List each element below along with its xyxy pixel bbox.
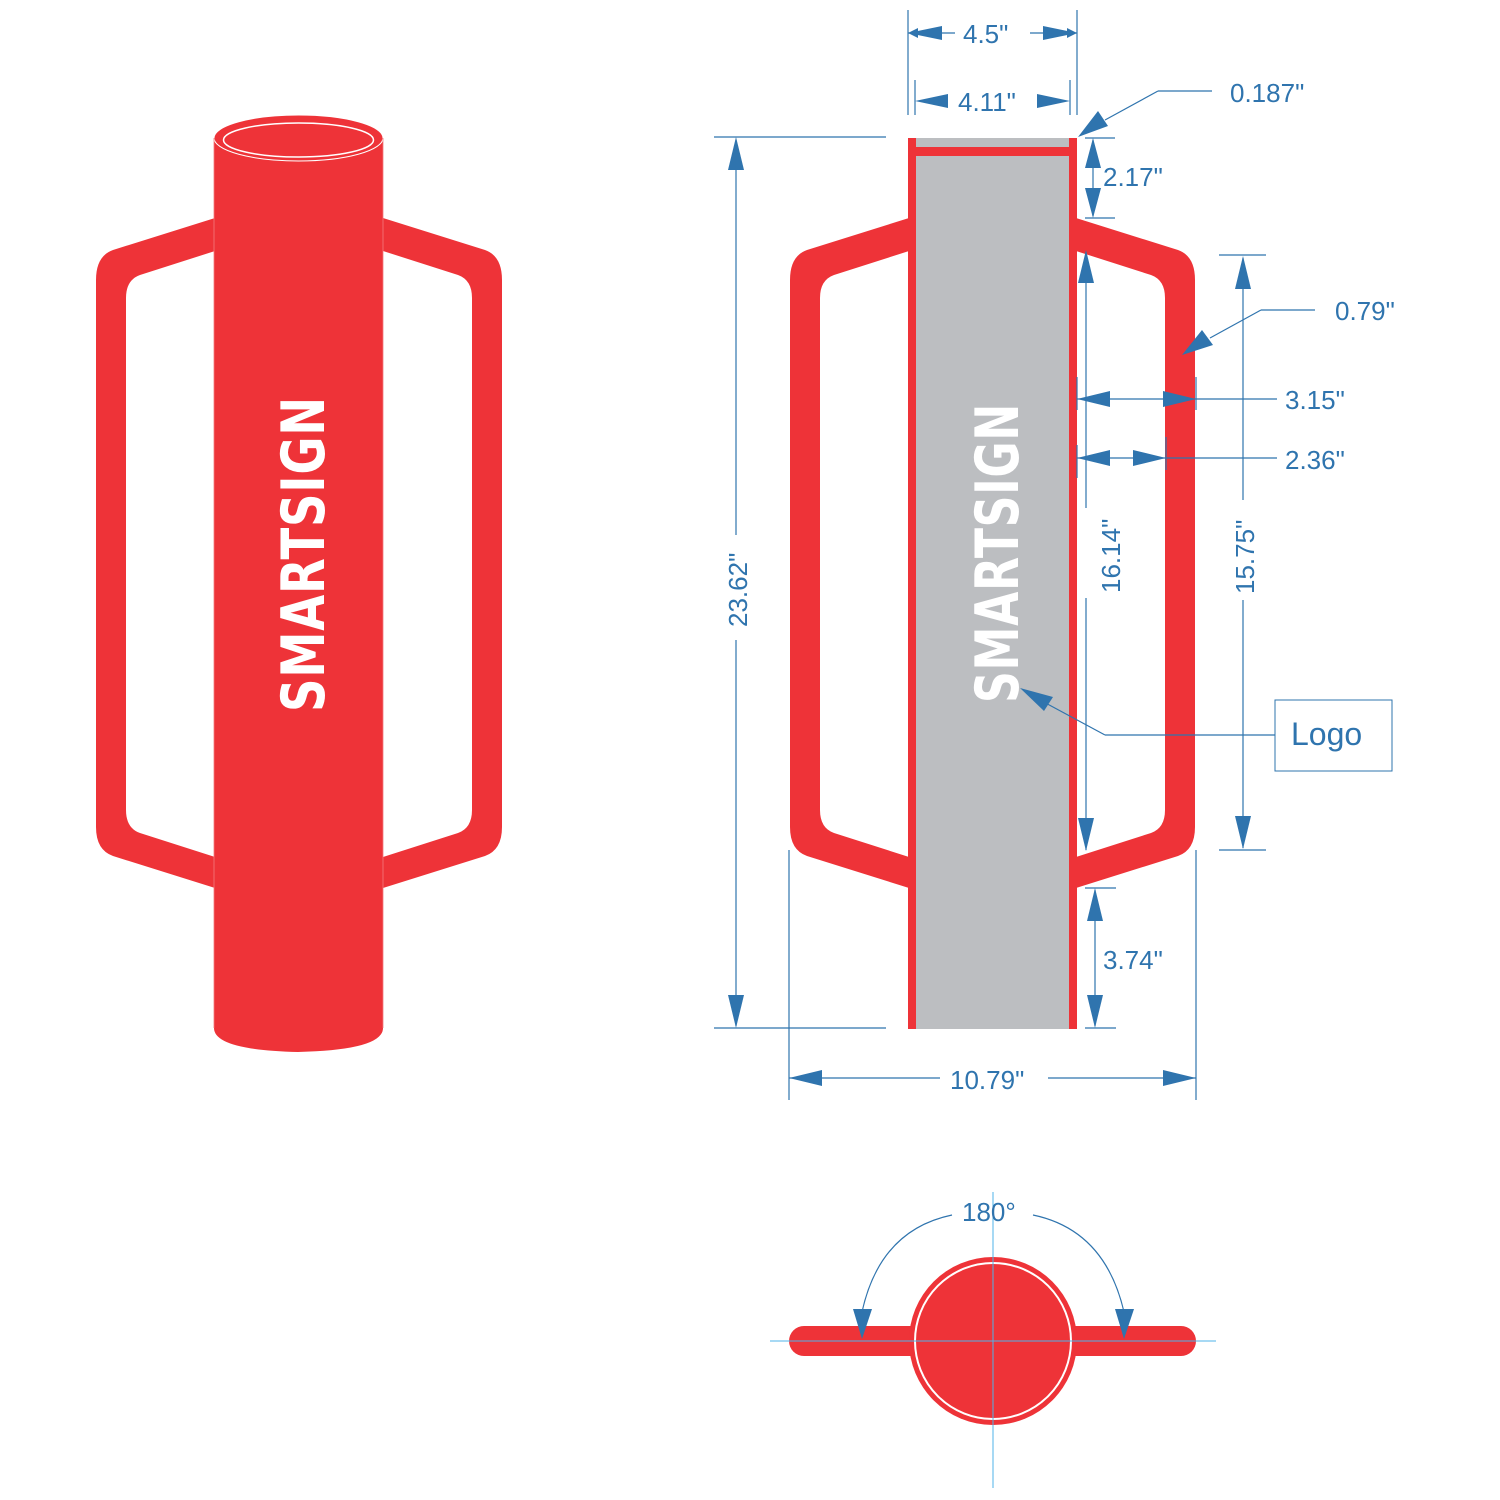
- tube-body: [214, 138, 383, 1052]
- dim-handle-inner-length: 16.14": [1096, 519, 1126, 593]
- front-logo: SMARTSIGN: [963, 403, 1033, 703]
- dim-overall-width: 10.79": [950, 1065, 1024, 1095]
- dim-handle-angle: 180°: [962, 1197, 1016, 1227]
- tube-wall-right: [1069, 138, 1077, 1029]
- dimensions: 4.5" 4.11" 0.187" 2.17" 23.62" 16.14": [714, 10, 1395, 1100]
- dim-outer-diameter: 4.5": [963, 19, 1008, 49]
- right-handle: [383, 218, 502, 888]
- logo-callout-label: Logo: [1291, 716, 1362, 752]
- dim-bottom-length: 3.74": [1103, 945, 1163, 975]
- tube-top-inner: [222, 122, 375, 158]
- dim-handle-thickness: 0.79": [1335, 296, 1395, 326]
- dim-handle-outer-offset: 3.15": [1285, 385, 1345, 415]
- front-right-handle: [1076, 218, 1195, 888]
- dim-wall-thickness: 0.187": [1230, 78, 1304, 108]
- tube-interior: [916, 138, 1069, 1029]
- top-view: 180°: [770, 1192, 1216, 1488]
- tube-wall-left: [908, 138, 916, 1029]
- front-view: SMARTSIGN: [790, 138, 1195, 1029]
- perspective-logo: SMARTSIGN: [269, 396, 339, 712]
- tube-top-rim: [213, 114, 384, 162]
- dim-inner-diameter: 4.11": [958, 87, 1016, 117]
- dim-handle-grip-length: 15.75": [1230, 520, 1260, 594]
- left-handle: [96, 218, 215, 888]
- logo-callout-box: [1274, 699, 1393, 772]
- dim-handle-inner-offset: 2.36": [1285, 445, 1345, 475]
- front-left-handle: [790, 218, 909, 888]
- dim-overall-height: 23.62": [723, 553, 753, 627]
- top-cap-plate: [916, 147, 1069, 156]
- perspective-view: SMARTSIGN: [96, 114, 502, 1052]
- dim-top-cap-height: 2.17": [1103, 162, 1163, 192]
